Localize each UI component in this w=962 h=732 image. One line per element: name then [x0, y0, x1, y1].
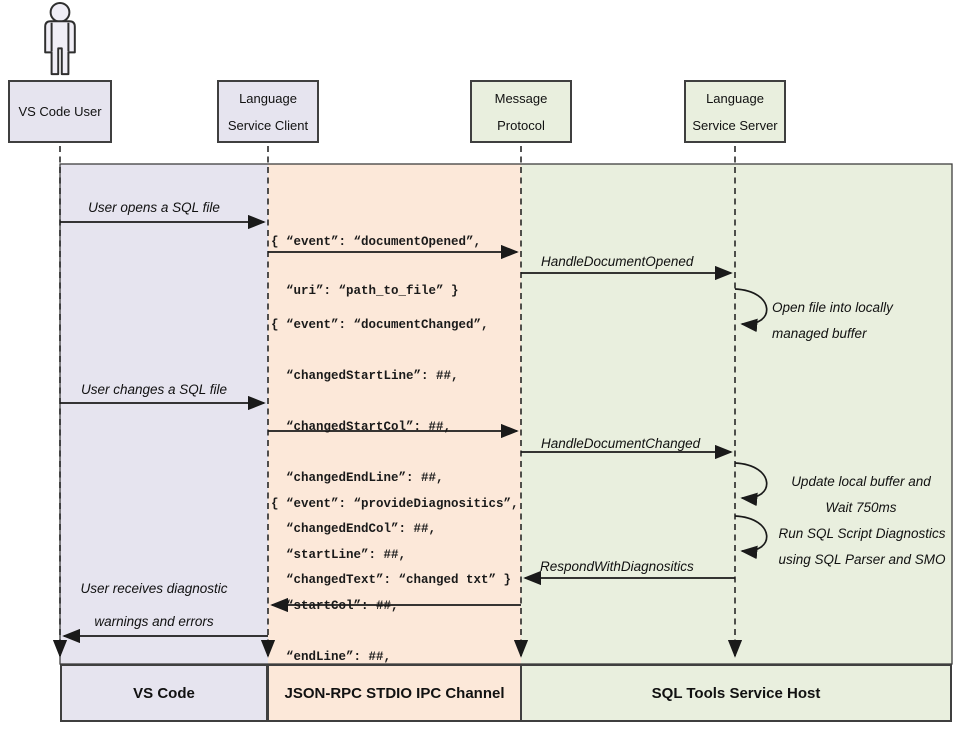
- user-actor-icon: [44, 2, 76, 76]
- participant-box-message-protocol: Message Protocol: [470, 80, 572, 143]
- participant-label: Service Client: [227, 117, 309, 133]
- participant-label: VS Code User: [18, 104, 102, 119]
- footer-box-service-host: SQL Tools Service Host: [520, 664, 952, 722]
- message-label-user-receives-1: User receives diagnostic: [80, 581, 228, 596]
- footer-box-ipc-channel: JSON-RPC STDIO IPC Channel: [267, 664, 522, 722]
- footer-label: VS Code: [133, 684, 195, 702]
- payload-document-opened: { “event”: “documentOpened”, “uri”: “pat…: [271, 234, 482, 298]
- message-label-user-changes: User changes a SQL file: [80, 382, 228, 397]
- message-label-user-opens: User opens a SQL file: [88, 200, 220, 215]
- participant-box-language-service-server: Language Service Server: [684, 80, 786, 143]
- message-label-user-receives-2: warnings and errors: [94, 614, 214, 629]
- participant-box-vscode-user: VS Code User: [8, 80, 112, 143]
- footer-box-vscode: VS Code: [60, 664, 268, 722]
- participant-label: Service Server: [692, 117, 778, 133]
- message-label-handle-document-changed: HandleDocumentChanged: [541, 436, 701, 451]
- payload-document-changed: { “event”: “documentChanged”, “changedSt…: [271, 317, 512, 587]
- message-label-respond-with-diagnostics: RespondWithDiagnositics: [540, 559, 694, 574]
- annotation-open-buffer: Open file into locally managed buffer: [772, 299, 893, 341]
- participant-label: Language: [239, 90, 297, 106]
- message-label-handle-document-opened: HandleDocumentOpened: [541, 254, 694, 269]
- footer-label: SQL Tools Service Host: [651, 684, 821, 702]
- participant-box-language-service-client: Language Service Client: [217, 80, 319, 143]
- participant-label: Message: [494, 90, 548, 106]
- participant-label: Protocol: [497, 117, 545, 133]
- annotation-run-diagnostics: Run SQL Script Diagnostics using SQL Par…: [778, 525, 946, 567]
- participant-label: Language: [706, 90, 764, 106]
- annotation-update-buffer: Update local buffer and Wait 750ms: [791, 473, 931, 515]
- footer-label: JSON-RPC STDIO IPC Channel: [284, 684, 505, 702]
- lane-service-host: [521, 164, 952, 664]
